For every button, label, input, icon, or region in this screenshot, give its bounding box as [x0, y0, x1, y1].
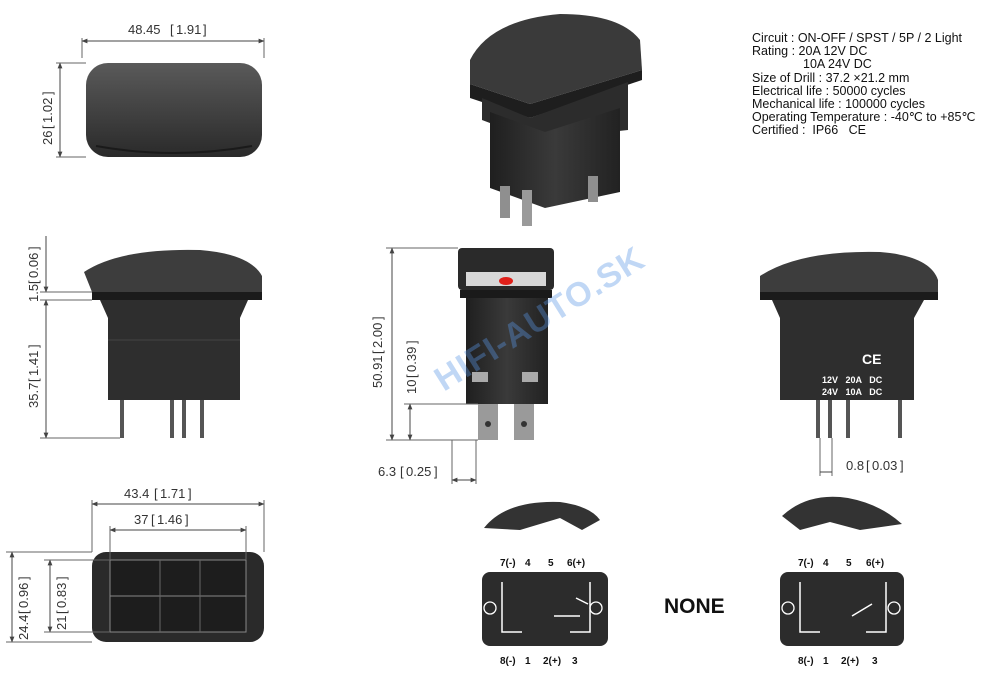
pin-bottom-3: 2(+): [543, 656, 561, 667]
bezel-thickness-label: 1.5: [26, 284, 41, 302]
svg-text:[: [: [170, 22, 174, 37]
top-height-label: 26: [40, 131, 55, 145]
pin-bottom-4-on: 3: [872, 656, 878, 667]
bezel-height-inch-label: 0.96: [16, 583, 31, 608]
svg-text:]: ]: [185, 512, 189, 527]
svg-text:]: ]: [370, 316, 385, 320]
pin-bottom-4: 3: [572, 656, 578, 667]
pin-bottom-3-on: 2(+): [841, 656, 859, 667]
terminal-width-label: 6.3: [378, 464, 396, 479]
spec-certified: Certified : IP66 CE: [752, 123, 866, 138]
svg-text:[: [: [151, 512, 155, 527]
body-width-label: 37: [134, 512, 148, 527]
rating-line-2: 24V 10A DC: [822, 387, 883, 397]
bezel-width-label: 43.4: [124, 486, 149, 501]
schematic-off: 7(-) 4 5 6(+) 8(-) 1 2(+) 3: [482, 558, 608, 667]
svg-text:]: ]: [40, 91, 55, 95]
top-height-inch-label: 1.02: [40, 98, 55, 123]
total-height-label: 50.91: [370, 355, 385, 388]
pin-bottom-2: 1: [525, 656, 531, 667]
spec-rating: Rating : 20A 12V DC: [752, 44, 868, 59]
pin-bottom-2-on: 1: [823, 656, 829, 667]
led-indicator: [499, 277, 513, 285]
svg-text:[: [: [866, 458, 870, 473]
terminal-thickness-inch-label: 0.03: [872, 458, 897, 473]
svg-text:[: [: [26, 280, 41, 284]
terminal-width-inch-label: 0.25: [406, 464, 431, 479]
pin-top-2-on: 4: [823, 558, 829, 569]
pin-top-3-on: 5: [846, 558, 852, 569]
spec-circuit: Circuit : ON-OFF / SPST / 5P / 2 Light: [752, 31, 963, 45]
side-view-left: 1.5 [ 0.06 ] 35.7 [ 1.41 ]: [26, 236, 262, 439]
terminal-length-label: 10: [404, 380, 419, 394]
pin-top-4-on: 6(+): [866, 558, 884, 569]
none-label: NONE: [664, 595, 725, 618]
pin-top-3: 5: [548, 558, 554, 569]
pin-top-4: 6(+): [567, 558, 585, 569]
svg-text:]: ]: [404, 340, 419, 344]
top-width-label: 48.45: [128, 22, 161, 37]
spec-electrical-life: Electrical life : 50000 cycles: [752, 83, 906, 98]
body-height-inch-label: 0.83: [54, 583, 69, 608]
perspective-view: [470, 14, 642, 226]
terminal-thickness-label: 0.8: [846, 458, 864, 473]
pin-top-1-on: 7(-): [798, 558, 814, 569]
body-width-inch-label: 1.46: [157, 512, 182, 527]
spec-rating-2: 10A 24V DC: [803, 57, 872, 72]
svg-text:]: ]: [900, 458, 904, 473]
svg-text:[: [: [370, 350, 385, 354]
bezel-thickness-inch-label: 0.06: [26, 253, 41, 278]
pin-bottom-1-on: 8(-): [798, 656, 814, 667]
svg-text:]: ]: [16, 576, 31, 580]
ce-mark: CE: [862, 351, 881, 367]
bezel-height-label: 24.4: [16, 615, 31, 640]
svg-text:[: [: [16, 610, 31, 614]
svg-text:]: ]: [54, 576, 69, 580]
svg-text:]: ]: [26, 344, 41, 348]
svg-text:[: [: [154, 486, 158, 501]
total-height-inch-label: 2.00: [370, 323, 385, 348]
rocker-off-profile: [484, 501, 600, 530]
svg-text:]: ]: [434, 464, 438, 479]
front-view: 50.91 [ 2.00 ] 10 [ 0.39 ] 6.3 [ 0.25 ]: [370, 247, 554, 484]
pin-top-2: 4: [525, 558, 531, 569]
body-depth-label: 35.7: [26, 383, 41, 408]
svg-text:[: [: [40, 125, 55, 129]
svg-text:[: [: [26, 378, 41, 382]
body-depth-inch-label: 1.41: [26, 351, 41, 376]
svg-text:[: [: [400, 464, 404, 479]
svg-text:]: ]: [203, 22, 207, 37]
top-width-inch-label: 1.91: [176, 22, 201, 37]
svg-text:[: [: [404, 374, 419, 378]
cap-top: [86, 63, 262, 157]
spec-list: Circuit : ON-OFF / SPST / 5P / 2 Light R…: [752, 31, 976, 138]
spec-mechanical-life: Mechanical life : 100000 cycles: [752, 97, 926, 112]
schematic-on: 7(-) 4 5 6(+) 8(-) 1 2(+) 3: [780, 558, 904, 667]
top-view: 48.45 [ 1.91 ] 26 [ 1.02 ]: [40, 22, 265, 158]
spec-temperature: Operating Temperature : -40℃ to +85℃: [752, 110, 976, 125]
svg-text:]: ]: [26, 246, 41, 250]
pin-bottom-1: 8(-): [500, 656, 516, 667]
rocker-on-profile: [782, 496, 902, 530]
terminal-length-inch-label: 0.39: [404, 347, 419, 372]
svg-text:[: [: [54, 610, 69, 614]
body-height-label: 21: [54, 616, 69, 630]
pin-top-1: 7(-): [500, 558, 516, 569]
spec-drill: Size of Drill : 37.2 ×21.2 mm: [752, 70, 910, 85]
side-view-right: CE 12V 20A DC 24V 10A DC 0.8 [ 0.03 ]: [760, 251, 938, 476]
rating-line-1: 12V 20A DC: [822, 375, 883, 385]
bottom-view: 43.4 [ 1.71 ] 37 [ 1.46 ] 24.4 [ 0.96 ] …: [6, 486, 265, 643]
bezel-width-inch-label: 1.71: [160, 486, 185, 501]
svg-text:]: ]: [188, 486, 192, 501]
